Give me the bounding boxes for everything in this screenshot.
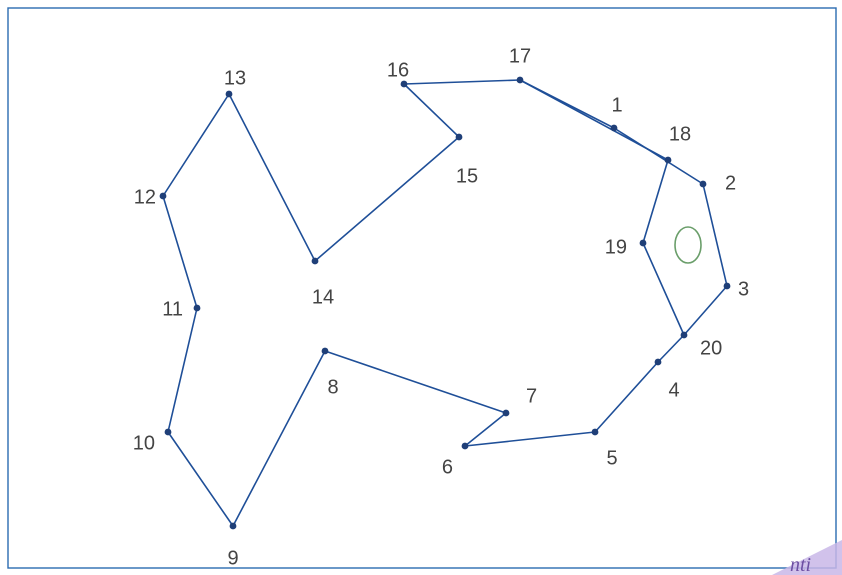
edge-2-3: [702, 183, 728, 287]
edge-9-10: [167, 431, 234, 527]
edge-1-2: [613, 127, 704, 185]
point-label-11: 11: [162, 298, 183, 320]
point-13: 13: [224, 67, 246, 98]
point-dot-3: [723, 282, 731, 290]
point-17: 17: [509, 45, 531, 84]
point-10: 10: [133, 428, 172, 454]
point-label-17: 17: [509, 45, 531, 67]
point-14: 14: [311, 257, 334, 308]
point-dot-14: [311, 257, 319, 265]
point-1: 1: [610, 94, 623, 132]
point-dot-16: [400, 80, 408, 88]
point-dot-1: [610, 124, 618, 132]
point-dot-4: [654, 358, 662, 366]
edge-4-5: [594, 361, 659, 433]
point-label-14: 14: [312, 286, 334, 308]
point-label-12: 12: [134, 186, 156, 208]
point-dot-7: [502, 409, 510, 417]
point-label-2: 2: [725, 172, 736, 194]
edge-3-20: [683, 285, 728, 336]
corner-watermark: nti: [772, 540, 842, 575]
point-label-20: 20: [700, 337, 722, 359]
point-label-15: 15: [456, 165, 478, 187]
fish-eye-icon: [674, 226, 702, 264]
point-label-1: 1: [611, 94, 622, 116]
point-label-8: 8: [327, 376, 338, 398]
point-dot-6: [461, 442, 469, 450]
point-8: 8: [321, 347, 339, 398]
edge-16-17: [403, 79, 521, 85]
point-dot-17: [516, 76, 524, 84]
point-dot-12: [159, 192, 167, 200]
point-18: 18: [664, 123, 691, 164]
connection-lines: [162, 79, 728, 527]
watermark-text: nti: [790, 554, 811, 575]
point-dot-18: [664, 156, 672, 164]
edge-7-8: [324, 350, 507, 414]
point-label-16: 16: [387, 59, 409, 81]
point-11: 11: [162, 298, 201, 320]
edge-13-14: [228, 93, 316, 262]
point-label-5: 5: [606, 447, 617, 469]
edge-6-7: [464, 412, 507, 447]
point-dot-15: [455, 133, 463, 141]
point-20: 20: [680, 331, 722, 359]
point-dot-20: [680, 331, 688, 339]
edge-8-9: [232, 350, 326, 527]
edge-14-15: [314, 136, 460, 262]
edge-10-11: [167, 307, 198, 433]
point-label-10: 10: [133, 432, 155, 454]
point-label-9: 9: [227, 547, 238, 569]
edge-12-13: [162, 93, 230, 197]
point-12: 12: [134, 186, 167, 208]
point-7: 7: [502, 385, 537, 417]
edge-19-20: [642, 242, 685, 336]
edge-17-18: [519, 79, 669, 161]
point-label-13: 13: [224, 67, 246, 89]
point-3: 3: [723, 278, 749, 300]
point-label-3: 3: [738, 278, 749, 300]
point-dot-11: [193, 304, 201, 312]
point-dot-10: [164, 428, 172, 436]
point-dot-19: [639, 239, 647, 247]
worksheet-frame: [7, 7, 837, 569]
edge-11-12: [162, 195, 198, 309]
point-9: 9: [227, 522, 239, 569]
point-dot-2: [699, 180, 707, 188]
point-19: 19: [605, 236, 647, 258]
point-6: 6: [442, 442, 469, 478]
point-5: 5: [591, 428, 618, 469]
point-dot-8: [321, 347, 329, 355]
point-dot-5: [591, 428, 599, 436]
point-label-6: 6: [442, 456, 453, 478]
point-label-4: 4: [668, 379, 679, 401]
edge-15-16: [403, 83, 460, 138]
point-15: 15: [455, 133, 478, 187]
edge-5-6: [464, 431, 596, 447]
point-16: 16: [387, 59, 409, 88]
edge-18-19: [642, 159, 669, 244]
point-dot-9: [229, 522, 237, 530]
point-label-7: 7: [526, 385, 537, 407]
point-label-19: 19: [605, 236, 627, 258]
point-4: 4: [654, 358, 680, 401]
point-dot-13: [225, 90, 233, 98]
point-2: 2: [699, 172, 736, 194]
edge-20-4: [657, 334, 685, 363]
point-label-18: 18: [669, 123, 691, 145]
watermark-swoosh: [772, 540, 842, 575]
